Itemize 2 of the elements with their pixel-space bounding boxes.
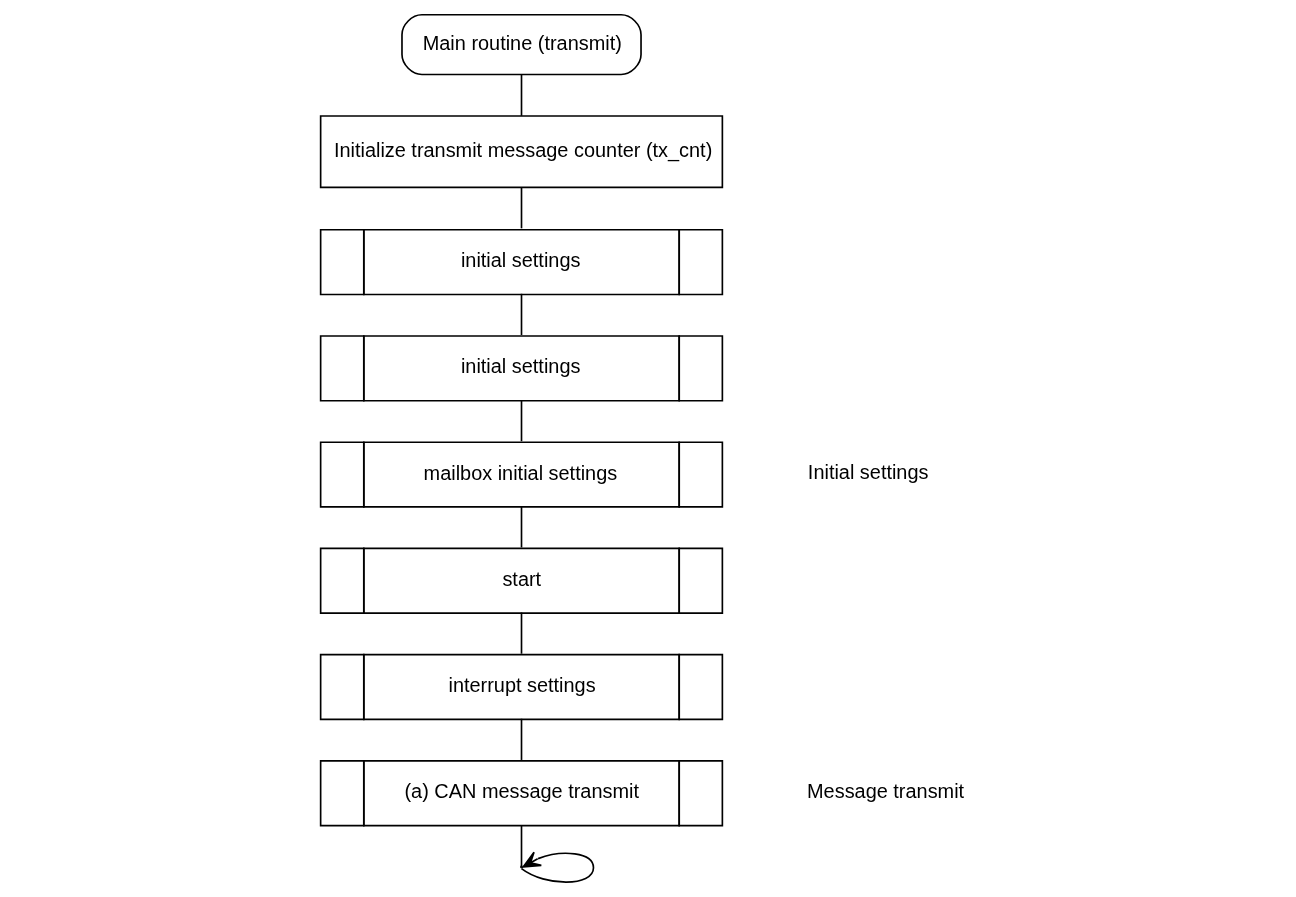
- label: Initial settings: [807, 460, 928, 483]
- label: Message transmit: [806, 779, 964, 802]
